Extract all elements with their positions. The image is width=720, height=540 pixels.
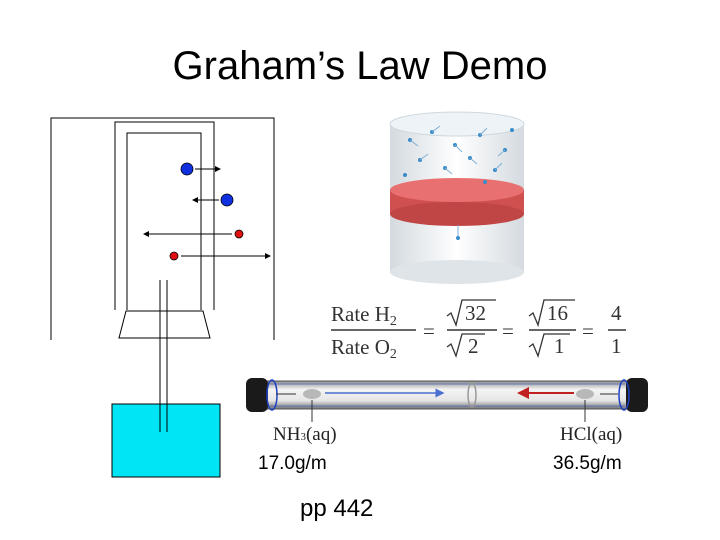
nh3-molar-mass: 17.0g/m (258, 453, 327, 474)
red-molecule (234, 229, 244, 239)
diffusion-tube (246, 378, 648, 422)
sqrt-32-value: 32 (465, 301, 486, 325)
equals-sign: = (423, 319, 435, 343)
stopper (118, 310, 211, 339)
inner-container (114, 121, 215, 310)
water-beaker (111, 403, 221, 478)
white-ring (467, 382, 477, 408)
rate-o2-label: Rate O2 (331, 335, 397, 362)
sqrt-sign (446, 299, 496, 328)
sqrt-sign (446, 333, 485, 358)
fraction-numerator: 4 (611, 301, 622, 325)
page-title: Graham’s Law Demo (172, 44, 548, 88)
rate-h2-label: Rate H2 (331, 302, 397, 329)
cotton-nh3 (303, 389, 321, 399)
right-stopper (626, 378, 648, 412)
equals-sign: = (582, 319, 594, 343)
sqrt-1-value: 1 (554, 334, 565, 358)
sqrt-2-value: 2 (468, 334, 479, 358)
effusion-apparatus (50, 117, 275, 478)
hcl-label: HCl(aq) (560, 424, 623, 445)
diffusion-cylinder (389, 111, 525, 284)
sqrt-sign (528, 333, 570, 358)
page-reference: pp 442 (300, 495, 374, 522)
blue-molecule (220, 193, 234, 207)
inner-container-wall (126, 132, 202, 310)
nh3-label: NH3(aq) (273, 424, 337, 445)
left-stopper (246, 378, 268, 412)
fraction-denominator: 1 (611, 334, 622, 358)
sqrt-16-value: 16 (547, 301, 568, 325)
equals-sign: = (502, 319, 514, 343)
cotton-hcl (576, 389, 594, 399)
blue-molecule (180, 162, 194, 176)
rate-equation: Rate H2 Rate O2 = 32 2 = 16 1 = 4 1 (331, 299, 626, 362)
hcl-molar-mass: 36.5g/m (553, 453, 622, 474)
outer-container (50, 117, 275, 340)
sqrt-sign (528, 299, 575, 328)
red-molecule (169, 251, 179, 261)
